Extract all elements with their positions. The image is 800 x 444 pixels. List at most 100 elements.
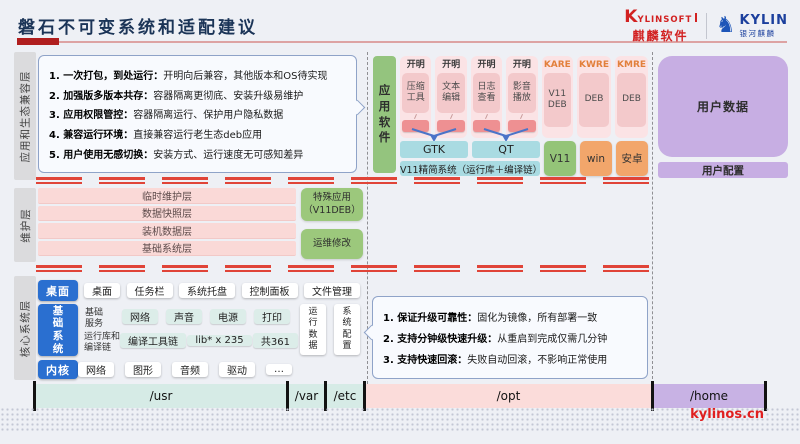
desktop-item: 文件管理: [304, 283, 360, 298]
kernel-label: 内核: [38, 360, 78, 379]
runtime-item: 共361: [252, 333, 298, 348]
page-title: 磐石不可变系统和适配建议: [18, 18, 258, 38]
partition-divider: [363, 381, 366, 411]
services-sublabel: 基础服务: [85, 308, 104, 329]
brand-divider: [705, 12, 707, 39]
kernel-item: 音频: [172, 362, 208, 377]
kylin-horse-icon: ♞: [715, 12, 736, 38]
note-item: 1. 保证升级可靠性：固化为镜像，所有部署一致: [383, 313, 598, 324]
kylinsoft-bar-icon: [695, 13, 697, 22]
base-android-box: 安卓: [616, 141, 648, 176]
connector-tick: [414, 114, 418, 119]
desktop-item: 控制面板: [241, 283, 298, 298]
qt-bar: QT: [472, 141, 540, 158]
layer-band-app-compat: 应用和生态兼容层: [14, 52, 36, 180]
v11-runtime-bar: V11精简系统（运行库＋编译链）: [400, 161, 542, 176]
partition-opt: /opt: [366, 384, 651, 408]
desktop-label: 桌面: [38, 280, 78, 301]
partition-home: /home: [654, 384, 764, 408]
runtime-column-kare: KARE V11 DEB: [541, 56, 574, 138]
dot-pattern-strip: [0, 407, 800, 431]
partition-usr: /usr: [36, 384, 286, 408]
partition-divider: [33, 381, 36, 411]
base-win-box: win: [580, 141, 612, 176]
partition-divider: [286, 381, 289, 411]
app-column-log-view: 开明 日志查看: [470, 56, 503, 138]
title-underline-accent: [17, 38, 59, 45]
runtime-column-kmre: KMRE DEB: [615, 56, 649, 138]
partition-var: /var: [289, 384, 324, 408]
upgrade-notes: 1. 保证升级可靠性：固化为镜像，所有部署一致 2. 支持分钟级快速升级：从重启…: [363, 296, 648, 379]
partition-divider: [651, 381, 654, 411]
desktop-items: 桌面 任务栏 系统托盘 控制面板 文件管理: [84, 280, 360, 301]
layer-band-maintain: 维护层: [14, 188, 36, 262]
ops-modify-box: 运维修改: [301, 229, 363, 259]
app-column-compress: 开明 压缩工具: [400, 56, 432, 138]
title-underline: [17, 41, 787, 43]
service-item: 网络: [122, 309, 158, 324]
app-columns: 开明 压缩工具 开明 文本编辑 开明 日志查看 开明 影音播放 KARE V11…: [400, 56, 649, 138]
partition-divider: [324, 381, 327, 411]
app-compat-notes: 1. 一次打包，到处运行：开明向后兼容，其他版本和OS待实现 2. 加强版多版本…: [38, 55, 366, 173]
kernel-item: 图形: [125, 362, 161, 377]
maintenance-row: 临时维护层: [38, 188, 296, 204]
maintenance-row: 基础系统层: [38, 240, 296, 256]
desktop-item: 系统托盘: [179, 283, 235, 298]
kylin-en-label: KYLIN: [739, 12, 788, 28]
app-column-media-play: 开明 影音播放: [506, 56, 538, 138]
qt-arrow-icon: [483, 128, 529, 142]
package-chip: [472, 120, 501, 132]
layer-separator-bottom: [36, 265, 650, 273]
application-software-bar: 应用软件: [373, 56, 396, 173]
kylin-logo: ♞ KYLIN 银河麒麟: [716, 13, 788, 39]
user-config-box: 用户配置: [658, 162, 788, 178]
base-system-label: 基础系统: [38, 304, 78, 356]
callout-pointer-right: [349, 99, 366, 116]
runtime-sublabel: 运行库和编译链: [84, 332, 121, 353]
runtime-data-box: 运行数据: [300, 304, 326, 355]
maintenance-rows: 临时维护层 数据快照层 装机数据层 基础系统层: [38, 188, 296, 256]
app-column-text-edit: 开明 文本编辑: [435, 56, 467, 138]
package-chip: [402, 120, 430, 132]
note-item: 3. 应用权限管控：容器隔离运行、保护用户隐私数据: [49, 110, 284, 122]
note-item: 5. 用户使用无感切换：安装方式、运行速度无可感知差异: [49, 150, 304, 162]
note-item: 1. 一次打包，到处运行：开明向后兼容，其他版本和OS待实现: [49, 70, 328, 82]
layer-separator-top: [36, 177, 650, 185]
package-chip: [437, 120, 465, 132]
gtk-bar: GTK: [400, 141, 468, 158]
partition-guide-home: [652, 52, 653, 384]
system-config-box: 系统配置: [334, 304, 360, 355]
kernel-items: 网络 图形 音频 驱动 …: [78, 360, 292, 379]
connector-tick: [485, 114, 488, 119]
website-label: kylinos.cn: [690, 407, 764, 422]
partition-divider: [764, 381, 767, 411]
kernel-item: 驱动: [219, 362, 255, 377]
base-v11-box: V11: [544, 141, 576, 176]
desktop-item: 任务栏: [126, 283, 173, 298]
connector-tick: [449, 114, 453, 119]
service-item: 打印: [254, 309, 290, 324]
note-item: 4. 兼容运行环境：直接兼容运行老生态deb应用: [49, 130, 263, 142]
note-item: 3. 支持快速回滚：失败自动回滚，不影响正常使用: [383, 355, 608, 366]
kernel-item: 网络: [78, 362, 114, 377]
kylinsoft-k-icon: K: [624, 7, 638, 27]
layer-band-core: 核心系统层: [14, 276, 36, 380]
runtime-item: lib* x 235: [187, 335, 252, 346]
service-item: 声音: [166, 309, 202, 324]
note-item: 2. 支持分钟级快速升级：从重启到完成仅需几分钟: [383, 334, 608, 345]
runtime-item: 编译工具链: [120, 333, 186, 348]
services-items: 网络 声音 电源 打印: [122, 307, 290, 326]
user-data-box: 用户数据: [658, 56, 788, 157]
runtime-items: 编译工具链 lib* x 235 共361: [120, 331, 298, 350]
partition-etc: /etc: [327, 384, 363, 408]
gtk-arrow-icon: [411, 128, 457, 142]
connector-tick: [520, 114, 524, 119]
special-app-box: 特殊应用 （V11DEB）: [301, 188, 363, 221]
maintenance-row: 装机数据层: [38, 223, 296, 239]
runtime-column-kwre: KWRE DEB: [577, 56, 612, 138]
kylin-cn-label: 银河麒麟: [739, 28, 776, 38]
